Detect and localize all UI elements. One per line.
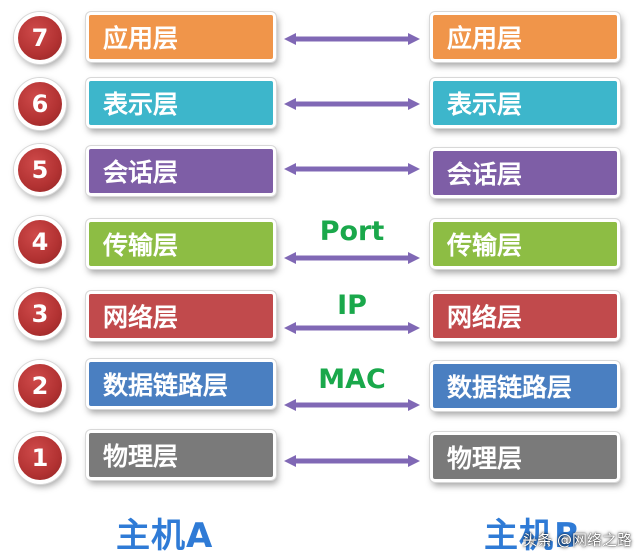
layer-number-badge: 5 — [14, 144, 66, 196]
layer-label: 表示层 — [447, 90, 523, 119]
double-arrow-icon — [284, 163, 420, 175]
host-b-session-layer: 会话层 — [430, 148, 620, 198]
double-arrow-icon — [284, 252, 420, 264]
layer-label: 网络层 — [447, 303, 523, 332]
layer-number-badge: 1 — [14, 432, 66, 484]
watermark: 头条 @网络之路 — [522, 531, 632, 549]
host-b-presentation-layer: 表示层 — [430, 78, 620, 128]
double-arrow-icon — [284, 399, 420, 411]
host-a-label: 主机A — [116, 516, 214, 556]
host-b-application-layer: 应用层 — [430, 12, 620, 62]
host-b-datalink-layer: 数据链路层 — [430, 361, 620, 411]
layer-number-badge: 4 — [14, 216, 66, 268]
layer-label: 应用层 — [103, 24, 179, 53]
layer-number: 5 — [31, 156, 49, 184]
layer-label: 物理层 — [447, 444, 523, 473]
layer-number: 6 — [31, 90, 49, 118]
host-a-physical-layer: 物理层 — [86, 430, 276, 480]
layer-number: 3 — [31, 300, 49, 328]
host-a-network-layer: 网络层 — [86, 291, 276, 341]
host-a-session-layer: 会话层 — [86, 146, 276, 196]
host-b-transport-layer: 传输层 — [430, 219, 620, 269]
layer-label: 网络层 — [103, 303, 179, 332]
protocol-label-port: Port — [319, 216, 385, 247]
layer-label: 数据链路层 — [103, 371, 229, 400]
layer-number: 7 — [31, 24, 49, 52]
host-a-presentation-layer: 表示层 — [86, 78, 276, 128]
layer-label: 传输层 — [103, 231, 179, 260]
layer-label: 会话层 — [103, 158, 179, 187]
layer-number-badge: 3 — [14, 288, 66, 340]
double-arrow-icon — [284, 33, 420, 45]
double-arrow-icon — [284, 322, 420, 334]
layer-number-badge: 7 — [14, 12, 66, 64]
host-b-network-layer: 网络层 — [430, 291, 620, 341]
layer-number: 4 — [31, 228, 49, 256]
layer-number-badge: 6 — [14, 78, 66, 130]
layer-label: 物理层 — [103, 442, 179, 471]
layer-number-badge: 2 — [14, 360, 66, 412]
layer-label: 表示层 — [103, 90, 179, 119]
protocol-label-ip: IP — [337, 290, 367, 321]
host-b-physical-layer: 物理层 — [430, 432, 620, 482]
layer-label: 数据链路层 — [447, 373, 573, 402]
layer-number: 2 — [31, 372, 49, 400]
layer-number: 1 — [31, 444, 49, 472]
protocol-label-mac: MAC — [318, 364, 386, 395]
host-a-application-layer: 应用层 — [86, 12, 276, 62]
double-arrow-icon — [284, 98, 420, 110]
layer-label: 传输层 — [447, 231, 523, 260]
double-arrow-icon — [284, 455, 420, 467]
host-a-datalink-layer: 数据链路层 — [86, 359, 276, 409]
host-b-label: 主机B — [484, 516, 581, 556]
host-a-transport-layer: 传输层 — [86, 219, 276, 269]
layer-label: 应用层 — [447, 24, 523, 53]
layer-label: 会话层 — [447, 160, 523, 189]
